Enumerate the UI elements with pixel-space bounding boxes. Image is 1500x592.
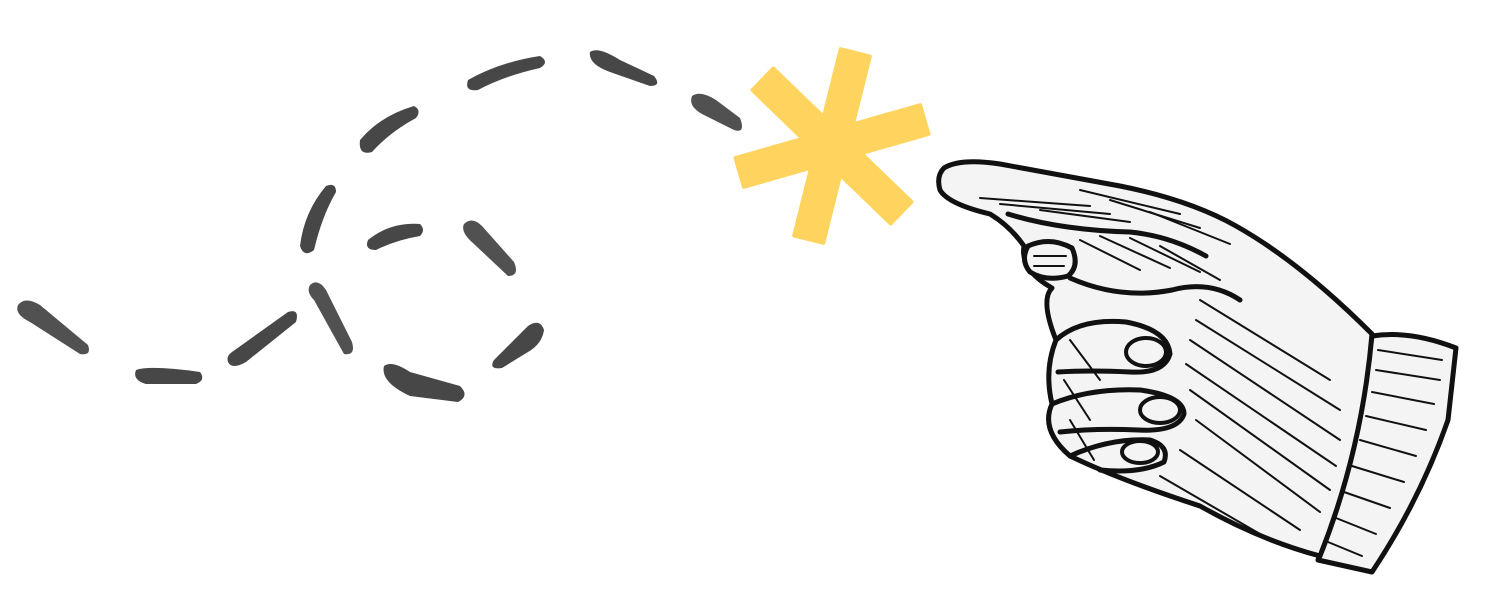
trail-dash	[467, 56, 545, 91]
fingernail	[1126, 338, 1166, 366]
sleeve-cuff	[1318, 334, 1456, 572]
fingernail	[1140, 397, 1180, 423]
trail-dash	[17, 300, 90, 355]
trail-dash	[135, 367, 203, 384]
trail-dash	[463, 220, 516, 276]
curled-finger-2	[1049, 387, 1187, 435]
trail-dash	[359, 106, 419, 153]
trail-dash	[691, 93, 742, 131]
trail-dash	[492, 322, 544, 369]
trail-dash	[227, 311, 297, 366]
pointing-hand-icon	[936, 159, 1459, 575]
dashed-trail	[17, 50, 742, 402]
trail-dash	[589, 50, 658, 86]
curled-finger-1	[1053, 318, 1173, 375]
trail-dash	[383, 364, 465, 402]
trail-dash	[300, 184, 336, 254]
trail-dash	[308, 282, 353, 355]
fingernail	[1122, 441, 1158, 463]
thumbnail	[1024, 241, 1076, 279]
curled-finger-3	[1067, 437, 1168, 474]
trail-dash	[367, 223, 423, 250]
asterisk-icon	[733, 47, 931, 245]
